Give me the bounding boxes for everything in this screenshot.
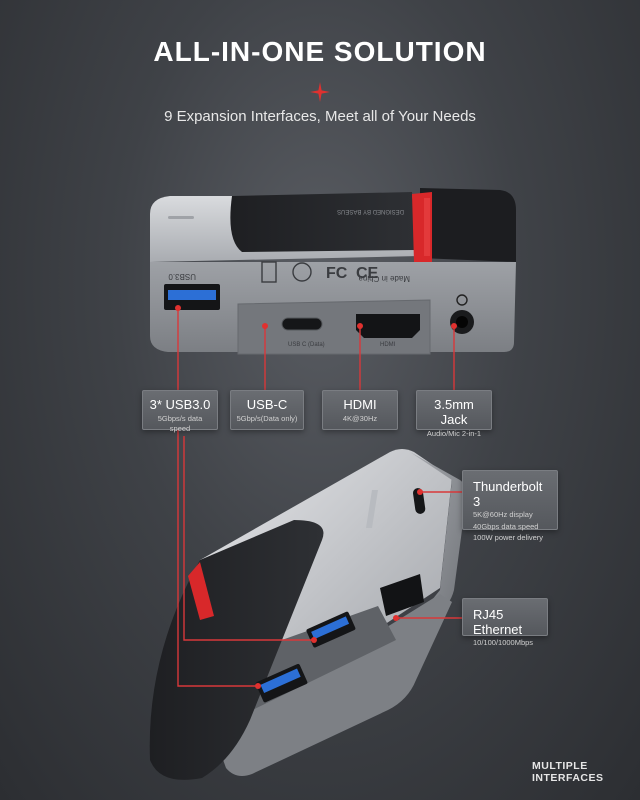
usbc-port-text: USB C (Data): [288, 342, 325, 348]
jack-label: 3.5mm Jack Audio/Mic 2-in-1: [416, 390, 492, 438]
callout-dots: [175, 305, 457, 689]
rj45-label: RJ45 Ethernet 10/100/1000Mbps: [462, 598, 548, 647]
thunderbolt-label-title: Thunderbolt 3: [473, 479, 543, 509]
svg-text:FC: FC: [326, 265, 348, 282]
footer-line-1: MULTIPLE: [532, 760, 588, 772]
usb30-label-title: 3* USB3.0: [149, 397, 211, 412]
usb3-port-text: USB3.0: [168, 272, 196, 281]
callout-lines: [177, 308, 462, 687]
hdmi-port-text: HDMI: [380, 342, 396, 348]
usbc-label: USB-C 5Gbp/s(Data only): [230, 390, 304, 430]
usb30-label-sub: 5Gbps/s data speed: [157, 414, 203, 433]
brand-text-top: DESIGNED BY BASEUS: [337, 208, 404, 214]
hdmi-label-title: HDMI: [343, 397, 377, 412]
footer-line-2: INTERFACES: [532, 772, 604, 784]
top-hub-device: FC CE Made in China USB3.0 USB C (Data) …: [150, 188, 516, 355]
footer-caption: MULTIPLE INTERFACES: [532, 760, 604, 784]
thunderbolt-label: Thunderbolt 3 5K@60Hz display 40Gbps dat…: [462, 470, 558, 542]
bottom-hub-device: [149, 449, 467, 780]
usbc-label-title: USB-C: [246, 397, 288, 412]
spark-icon: [310, 82, 330, 102]
page-subtitle: 9 Expansion Interfaces, Meet all of Your…: [164, 108, 476, 125]
thunderbolt-label-sub1: 5K@60Hz display: [473, 510, 533, 519]
jack-label-sub: Audio/Mic 2-in-1: [426, 429, 482, 438]
made-in-text: Made in China: [358, 274, 410, 283]
usbc-label-sub: 5Gbp/s(Data only): [236, 414, 298, 423]
svg-text:CE: CE: [356, 265, 379, 282]
rj45-label-title: RJ45 Ethernet: [473, 607, 523, 637]
hdmi-label: HDMI 4K@30Hz: [322, 390, 398, 430]
jack-label-title: 3.5mm Jack: [434, 397, 474, 427]
rj45-label-sub: 10/100/1000Mbps: [473, 638, 534, 647]
usb30-label: 3* USB3.0 5Gbps/s data speed: [142, 390, 218, 433]
page-title: ALL-IN-ONE SOLUTION: [153, 36, 487, 67]
thunderbolt-label-sub2: 40Gbps data speed: [473, 521, 539, 531]
thunderbolt-label-sub3: 100W power delivery: [473, 533, 544, 542]
hdmi-label-sub: 4K@30Hz: [342, 414, 378, 423]
